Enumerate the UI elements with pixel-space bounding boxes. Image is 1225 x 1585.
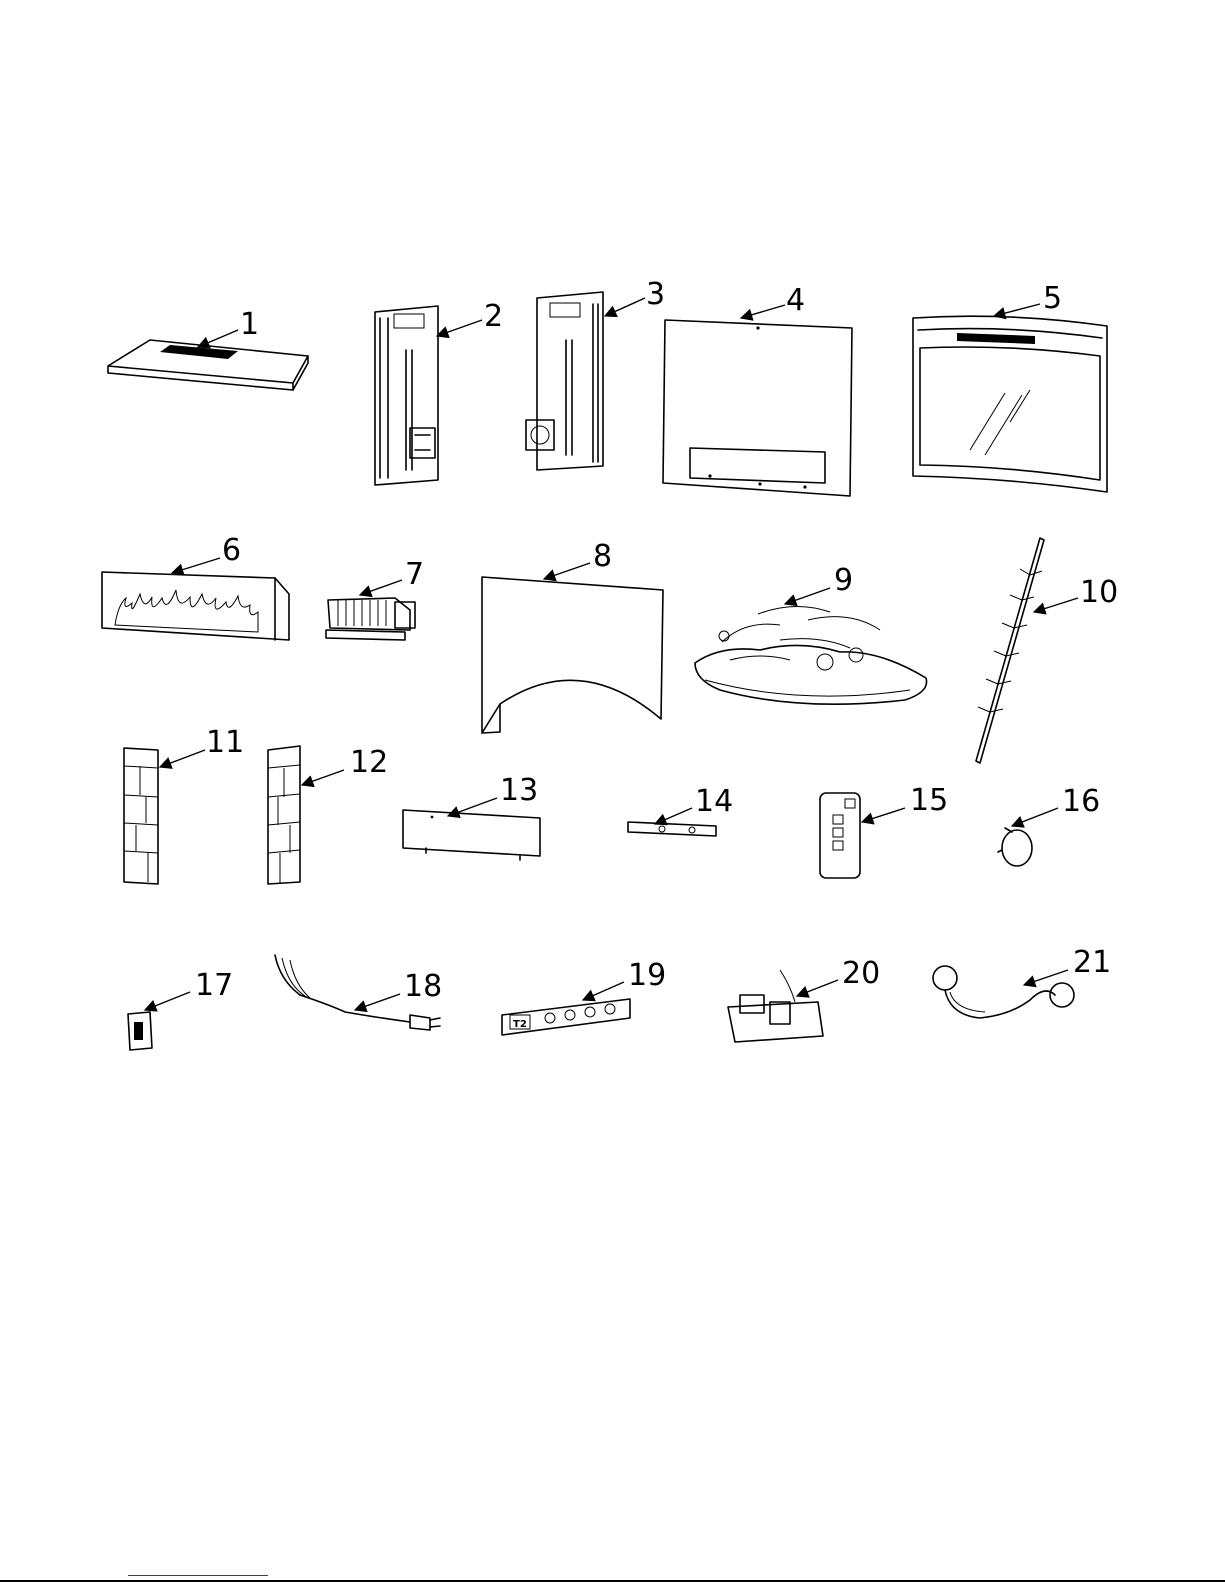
part-4-back-panel (663, 320, 852, 496)
part-8-arch-panel (482, 577, 663, 733)
leader-18 (355, 994, 400, 1010)
callout-21: 21 (1073, 945, 1111, 980)
part-9-log-set (695, 606, 927, 704)
leader-10 (1034, 598, 1078, 612)
callout-numbers: 1 2 3 4 5 6 7 8 9 10 11 12 13 14 15 16 1… (195, 277, 1118, 1004)
leader-6 (172, 558, 220, 573)
callout-14: 14 (695, 784, 733, 819)
part-19-control-pcb: T2 (502, 999, 630, 1035)
leader-9 (785, 588, 830, 604)
leader-2 (437, 320, 482, 336)
callout-15: 15 (910, 783, 948, 818)
callout-2: 2 (484, 299, 503, 334)
part-10-flame-rod (976, 538, 1044, 763)
leader-16 (1012, 808, 1058, 826)
leader-4 (741, 305, 785, 318)
part-21-wiring-harness (933, 966, 1074, 1018)
leader-3 (605, 298, 645, 316)
callout-17: 17 (195, 968, 233, 1003)
callout-11: 11 (206, 725, 244, 760)
leader-14 (655, 808, 692, 824)
leader-7 (360, 580, 402, 595)
callout-13: 13 (500, 773, 538, 808)
part-2-side-bracket-left (375, 306, 438, 485)
callout-8: 8 (593, 539, 612, 574)
callout-leaders (145, 298, 1078, 1010)
part-12-brick-panel-right (268, 746, 300, 884)
part-6-flame-screen (102, 572, 289, 640)
callout-6: 6 (222, 533, 241, 568)
part-14-control-bar (628, 822, 716, 836)
callout-19: 19 (628, 958, 666, 993)
part-16-thermal-switch (998, 828, 1032, 866)
callout-9: 9 (834, 563, 853, 598)
callout-4: 4 (786, 283, 805, 318)
callout-3: 3 (646, 277, 665, 312)
leader-19 (583, 982, 624, 1000)
callout-16: 16 (1062, 784, 1100, 819)
leader-8 (544, 563, 590, 579)
part-1-top-panel (108, 340, 308, 390)
callout-7: 7 (405, 557, 424, 592)
leader-11 (160, 750, 205, 767)
leader-1 (198, 330, 238, 347)
leader-20 (797, 980, 838, 996)
leader-12 (302, 770, 344, 785)
callout-1: 1 (240, 307, 259, 342)
leader-17 (145, 992, 190, 1010)
callout-5: 5 (1043, 281, 1062, 316)
footer-rule (0, 1580, 1225, 1582)
part-13-trim-plate (403, 810, 540, 860)
leader-5 (994, 304, 1040, 316)
callout-12: 12 (350, 745, 388, 780)
part-19-display-text: T2 (513, 1019, 527, 1030)
part-17-rocker-switch (128, 1012, 152, 1050)
callout-18: 18 (404, 969, 442, 1004)
part-20-power-board (728, 970, 823, 1042)
part-3-side-bracket-right (526, 292, 603, 470)
callout-20: 20 (842, 956, 880, 991)
callout-10: 10 (1080, 575, 1118, 610)
footer-link-underline (128, 1575, 268, 1576)
part-11-brick-panel-left (124, 748, 158, 884)
part-5-glass-front-frame (913, 316, 1107, 492)
part-7-blower-fan (326, 598, 415, 640)
part-15-remote-control (820, 793, 860, 878)
leader-15 (862, 808, 905, 822)
